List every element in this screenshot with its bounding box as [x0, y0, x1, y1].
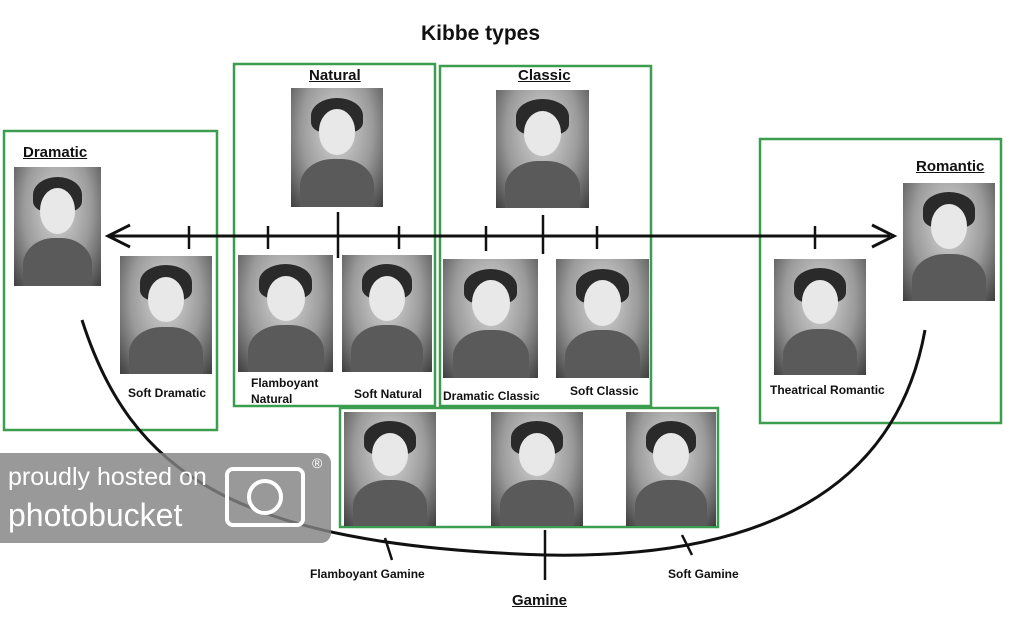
subtype-label-soft-gamine: Soft Gamine [668, 567, 739, 581]
left-arrowhead [104, 223, 131, 249]
portrait-photo-theatrical-romantic [774, 259, 866, 375]
portrait-photo-soft-dramatic [120, 256, 212, 374]
arc-tick-flamboyant-gamine [383, 537, 394, 561]
watermark-text-line2: photobucket [8, 497, 183, 533]
subtype-label-soft-dramatic: Soft Dramatic [128, 386, 207, 400]
group-label-classic: Classic [518, 67, 571, 84]
watermark-text-line1: proudly hosted on [8, 463, 207, 491]
group-label-romantic: Romantic [916, 158, 985, 175]
romantic-frame [758, 137, 1003, 425]
camera-icon [225, 467, 305, 527]
diagram-title: Kibbe types [421, 22, 541, 45]
portrait-photo-romantic [903, 183, 995, 301]
subtype-label-flamboyant-natural-line2: Natural [251, 392, 293, 406]
subtype-label-soft-natural: Soft Natural [354, 387, 423, 401]
registered-mark: ® [312, 455, 323, 471]
right-arrowhead [871, 223, 898, 249]
portrait-photo-classic [496, 90, 589, 208]
group-label-natural: Natural [309, 67, 361, 84]
subtype-label-dramatic-classic: Dramatic Classic [443, 389, 540, 403]
photobucket-watermark: proudly hosted on photobucket ® [0, 453, 331, 543]
portrait-photo-soft-natural [342, 255, 432, 372]
portrait-photo-gamine [491, 412, 583, 526]
portrait-photo-soft-gamine [626, 412, 716, 526]
portrait-photo-soft-classic [556, 259, 649, 378]
subtype-label-soft-classic: Soft Classic [570, 384, 639, 398]
portrait-photo-dramatic [14, 167, 101, 286]
portrait-photo-natural [291, 88, 383, 207]
portrait-photo-flamboyant-gamine [344, 412, 436, 526]
subtype-label-flamboyant-gamine: Flamboyant Gamine [310, 567, 425, 581]
subtype-label-flamboyant-natural-line1: Flamboyant [251, 376, 319, 390]
gamine-frame [338, 406, 720, 529]
arc-tick-soft-gamine [680, 534, 694, 556]
portrait-photo-flamboyant-natural [238, 255, 333, 372]
subtype-label-theatrical-romantic: Theatrical Romantic [770, 383, 885, 397]
portrait-photo-dramatic-classic [443, 259, 538, 378]
group-label-dramatic: Dramatic [23, 144, 88, 161]
group-label-gamine: Gamine [512, 592, 568, 609]
dramatic-frame [2, 129, 219, 432]
